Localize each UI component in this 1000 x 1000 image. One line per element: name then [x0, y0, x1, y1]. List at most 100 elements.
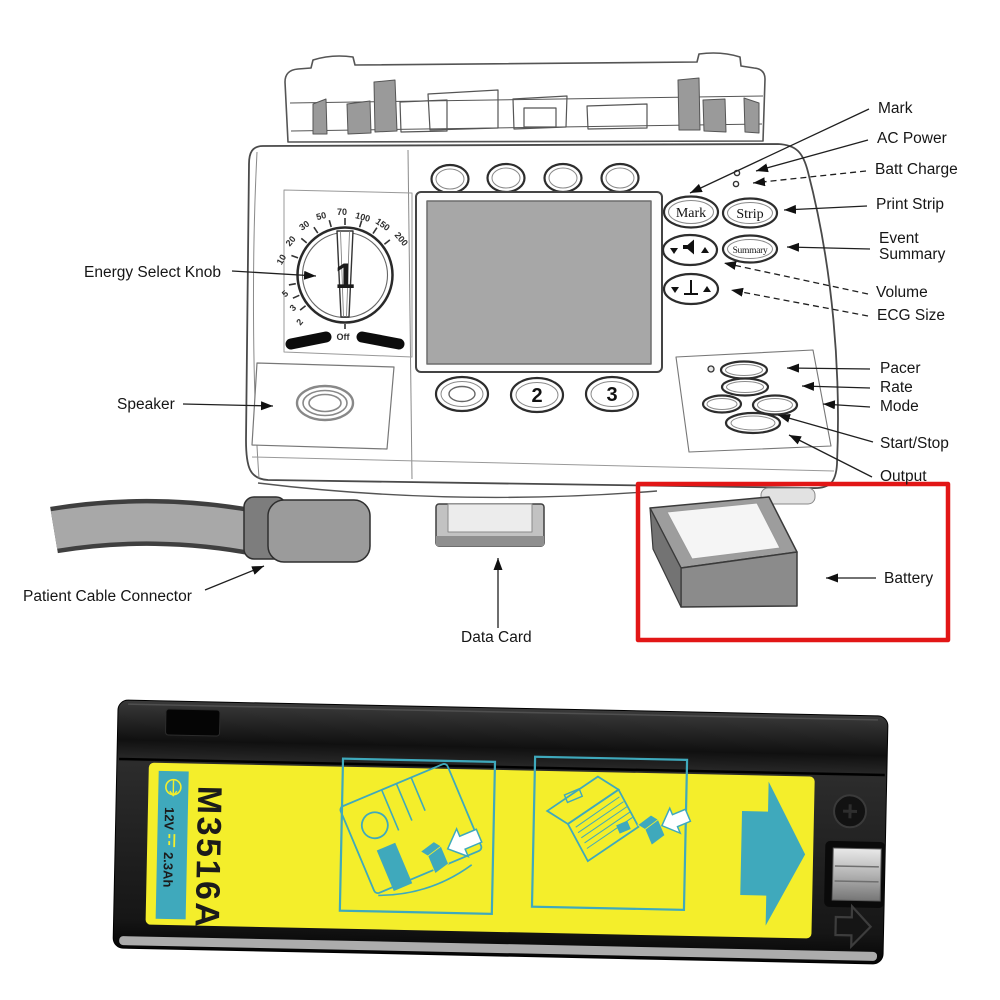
label-start-stop: Start/Stop: [880, 435, 949, 452]
volume-button[interactable]: [661, 233, 719, 267]
softkey-2[interactable]: [486, 162, 526, 194]
handle-recesses: [399, 89, 648, 133]
under-base-curve: [257, 482, 658, 499]
svg-text:Mark: Mark: [676, 206, 706, 221]
label-battery: Battery: [884, 570, 933, 587]
display-screen: [415, 191, 663, 373]
speaker-icon: [683, 239, 694, 255]
charge-symbol-arrow: [169, 780, 178, 797]
knob-selected-energy: 1: [335, 257, 354, 296]
label-patient-cable-connector: Patient Cable Connector: [23, 588, 192, 605]
battery-top-recess: [165, 708, 221, 737]
svg-text:10: 10: [275, 253, 289, 267]
label-summary: Summary: [879, 246, 946, 263]
mark-line: [689, 108, 870, 194]
bottom-crease: [251, 456, 835, 472]
svg-text:2: 2: [531, 385, 542, 407]
carry-handle-and-paddles: [284, 52, 766, 143]
svg-text:50: 50: [315, 210, 327, 222]
key-1-charge[interactable]: [434, 375, 490, 413]
start-stop-line: [777, 413, 874, 443]
patient-cable-connector-block: [243, 496, 371, 563]
svg-text:Off: Off: [337, 332, 351, 342]
svg-text:3: 3: [606, 384, 617, 406]
battery-highlight-box: [635, 481, 951, 643]
battery-face-seam: [118, 757, 885, 777]
mode-button[interactable]: [701, 394, 743, 414]
svg-text:3: 3: [288, 303, 299, 314]
key-3-shock[interactable]: 3: [584, 375, 640, 413]
triangle-down-icon: [671, 287, 679, 293]
triangle-down-icon: [670, 248, 678, 254]
svg-text:70: 70: [337, 207, 347, 217]
white-arrow-icon: [660, 806, 692, 835]
metal-contact: [831, 847, 882, 902]
strip-button[interactable]: Strip: [721, 197, 779, 229]
softkey-4[interactable]: [600, 162, 640, 194]
battery-voltage: 12V: [161, 807, 176, 831]
label-volume: Volume: [876, 284, 928, 301]
print-strip-line: [783, 204, 868, 214]
defib-device: 1 2 3 5 10 20 30 50 70 100 150 200 Off: [50, 52, 951, 643]
speaker-panel: [251, 362, 395, 450]
battery-capacity: 2.3Ah: [160, 852, 176, 888]
start-stop-button[interactable]: [751, 394, 799, 416]
battery-model-number: M3516A: [187, 785, 228, 929]
output-line: [788, 434, 873, 478]
ecg-size-icon: [684, 280, 698, 295]
label-mode: Mode: [880, 398, 919, 415]
recorder-button-cluster: Mark Strip Summary: [661, 169, 779, 306]
key-2-charge[interactable]: 2: [509, 376, 565, 414]
pacer-led: [707, 365, 715, 373]
label-pacer: Pacer: [880, 360, 921, 377]
knob-wing-right: [356, 331, 405, 350]
patient-cable-line: [204, 565, 265, 591]
label-mark: Mark: [878, 100, 913, 117]
pacer-control-cluster: [675, 349, 832, 453]
battery-top-highlight: [128, 703, 878, 721]
ac-power-line: [755, 139, 869, 173]
paddle-shapes: [312, 77, 760, 135]
svg-text:2: 2: [294, 317, 305, 327]
rate-line: [801, 381, 871, 391]
label-batt-charge: Batt Charge: [875, 161, 958, 178]
label-ecg-size: ECG Size: [877, 307, 945, 324]
energy-select-knob[interactable]: 1 2 3 5 10 20 30 50 70 100 150 200 Off: [275, 189, 413, 358]
label-print-strip: Print Strip: [876, 196, 944, 213]
patient-cable: [50, 498, 263, 557]
label-energy-select-knob: Energy Select Knob: [84, 264, 221, 281]
svg-text:5: 5: [280, 288, 290, 299]
battery-in-bay[interactable]: [649, 487, 816, 608]
insert-instruction-pictogram-2: [530, 755, 692, 911]
svg-text:Strip: Strip: [736, 207, 763, 222]
defib-key-row: 2 3: [434, 375, 640, 414]
softkey-3[interactable]: [543, 162, 583, 194]
triangle-up-icon: [703, 286, 711, 292]
mark-button[interactable]: Mark: [662, 195, 720, 229]
ecg-size-line: [730, 287, 869, 317]
summary-button[interactable]: Summary: [721, 234, 779, 264]
pacer-line: [786, 363, 871, 373]
svg-text:30: 30: [297, 219, 311, 233]
panel-divider-line: [407, 149, 413, 480]
battery-photo: 12V 2.3Ah M3516A: [112, 699, 889, 965]
label-event: Event: [879, 230, 919, 247]
pacer-button[interactable]: [719, 360, 769, 380]
callout-labels: Mark AC Power Batt Charge Print Strip Ev…: [23, 100, 958, 646]
ecg-size-button[interactable]: [662, 272, 720, 306]
svg-text:100: 100: [354, 210, 371, 224]
softkey-1[interactable]: [430, 163, 470, 195]
data-card-slot[interactable]: [435, 503, 545, 547]
label-rate: Rate: [880, 379, 913, 396]
battery-bottom-bevel: [119, 936, 878, 961]
battery-spec-bar: 12V 2.3Ah: [155, 770, 189, 920]
rate-button[interactable]: [720, 377, 770, 397]
screen-area: [426, 200, 652, 365]
batt-charge-led: [732, 180, 740, 188]
label-data-card: Data Card: [461, 629, 532, 646]
mode-line: [822, 400, 871, 410]
batt-charge-line: [752, 170, 867, 187]
output-button[interactable]: [724, 411, 782, 435]
battery-terminal-end: [824, 794, 886, 950]
